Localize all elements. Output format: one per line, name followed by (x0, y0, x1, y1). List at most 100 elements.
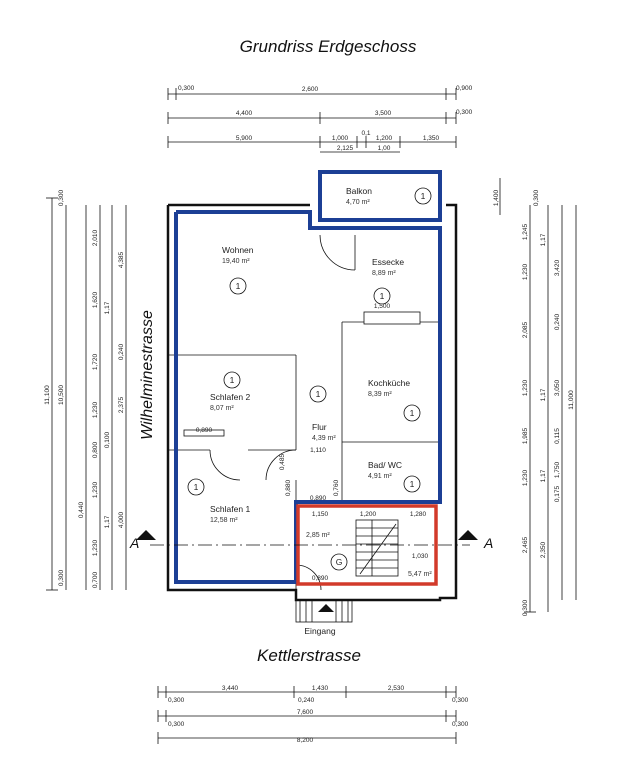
dim-label: 0,800 (92, 441, 99, 458)
left-dimensions: 11,100 10,500 0,300 2,010 4,385 1,620 1,… (44, 189, 127, 591)
unit-circle (309, 385, 327, 403)
dim-label: 0,890 (312, 575, 329, 582)
dim-label: 1,500 (374, 303, 391, 310)
dim-label: 0,300 (168, 721, 185, 728)
section-arrow-icon (136, 530, 156, 540)
dim-label: 0,300 (452, 721, 469, 728)
plan-title: Grundriss Erdgeschoss (240, 37, 417, 56)
entrance-label: Eingang (304, 626, 335, 636)
unit-number: 1 (230, 375, 235, 385)
dim-label: 3,420 (554, 259, 561, 276)
dim-label: 0,880 (285, 479, 292, 496)
unit-outline-blue (174, 170, 442, 584)
dim-label: 0,760 (333, 479, 340, 496)
building-walls (166, 203, 458, 602)
stair-area-2: 5,47 m² (408, 571, 432, 578)
dim-label: 4,000 (118, 511, 125, 528)
bottom-dimensions: 3,440 1,430 2,530 0,300 0,240 0,300 0,30… (157, 685, 469, 744)
dim-label: 0,300 (533, 189, 540, 206)
entrance-arrow-icon (318, 604, 334, 612)
dim-label: 1,230 (522, 263, 529, 280)
dim-label: 0,300 (58, 569, 65, 586)
stair-mark-circle (330, 553, 348, 571)
room-name: Essecke (372, 257, 404, 267)
dim-label: 1,150 (312, 511, 329, 518)
dim-label: 4,400 (236, 110, 253, 117)
unit-circle (403, 475, 421, 493)
room-name: Wohnen (222, 245, 254, 255)
unit-number: 1 (194, 482, 199, 492)
dim-label: 1,17 (540, 388, 547, 401)
room-name: Schlafen 2 (210, 392, 250, 402)
section-line: A A (129, 530, 493, 551)
section-label-left: A (129, 535, 139, 551)
dim-label: 1,200 (360, 511, 377, 518)
dim-label: 7,600 (297, 709, 314, 716)
room-name: Schlafen 1 (210, 504, 250, 514)
dim-label: 0,240 (298, 697, 315, 704)
dim-label: 2,350 (540, 541, 547, 558)
dim-label: 10,500 (58, 385, 65, 405)
dim-label: 0,300 (452, 697, 469, 704)
dim-label: 1,230 (92, 539, 99, 556)
dim-label: 0,700 (92, 571, 99, 588)
dim-label: 1,17 (540, 469, 547, 482)
unit-number: 1 (236, 281, 241, 291)
dim-label: 1,430 (312, 685, 329, 692)
dim-label: 0,300 (178, 85, 195, 92)
dim-label: 1,985 (522, 427, 529, 444)
dim-label: 2,600 (302, 86, 319, 93)
dim-label: 0,890 (310, 495, 327, 502)
dim-label: 1,720 (92, 353, 99, 370)
unit-circle (229, 277, 247, 295)
dim-label: 2,465 (522, 536, 529, 553)
dim-label: 0,485 (279, 453, 286, 470)
dim-label: 0,240 (118, 343, 125, 360)
dim-label: 1,620 (92, 291, 99, 308)
dim-label: 2,375 (118, 396, 125, 413)
dim-label: 2,010 (92, 229, 99, 246)
unit-circle (414, 187, 432, 205)
street-left: Wilhelminestrasse (139, 310, 156, 440)
unit-circle (187, 478, 205, 496)
street-bottom: Kettlerstrasse (257, 646, 361, 665)
dim-label: 1,200 (376, 135, 393, 142)
dim-label: 0,900 (456, 85, 473, 92)
dim-label: 11,000 (568, 390, 575, 410)
dim-label: 1,230 (522, 379, 529, 396)
dim-label: 1,230 (522, 469, 529, 486)
balcony-outline (318, 170, 442, 222)
dim-label: 0,1 (361, 130, 370, 137)
room-name: Balkon (346, 186, 372, 196)
dim-label: 0,300 (168, 697, 185, 704)
right-dimensions: 1,400 0,300 1,245 1,17 1,230 3,420 2,085… (493, 178, 577, 616)
dim-label: 0,100 (104, 431, 111, 448)
unit-number: 1 (421, 191, 426, 201)
room-labels: Wohnen 19,40 m² 1 Essecke 8,89 m² 1 Koch… (187, 186, 432, 524)
room-area: 8,39 m² (368, 391, 392, 398)
dim-label: 0,115 (554, 428, 561, 444)
dim-label: 0,300 (456, 109, 473, 116)
inner-dimensions: 1,500 0,890 0,485 1,110 0,880 0,890 0,76… (196, 303, 429, 582)
dim-label: 1,030 (412, 553, 429, 560)
room-area: 4,70 m² (346, 199, 370, 206)
section-arrow-icon (458, 530, 478, 540)
room-name: Kochküche (368, 378, 410, 388)
dim-label: 0,300 (522, 599, 529, 616)
dim-label: 1,750 (554, 461, 561, 478)
dim-label: 1,230 (92, 401, 99, 418)
room-name: Bad/ WC (368, 460, 402, 470)
stair-area-1: 2,85 m² (306, 532, 330, 539)
unit-circle (403, 404, 421, 422)
dim-label: 1,000 (332, 135, 349, 142)
dim-label: 1,230 (92, 481, 99, 498)
dim-label: 0,890 (196, 427, 213, 434)
room-area: 4,91 m² (368, 473, 392, 480)
dim-label: 4,385 (118, 251, 125, 268)
dim-label: 2,530 (388, 685, 405, 692)
dim-label: 1,00 (378, 145, 391, 152)
dim-label: 1,17 (104, 515, 111, 528)
dim-label: 1,400 (493, 189, 500, 206)
dim-label: 1,17 (104, 301, 111, 314)
